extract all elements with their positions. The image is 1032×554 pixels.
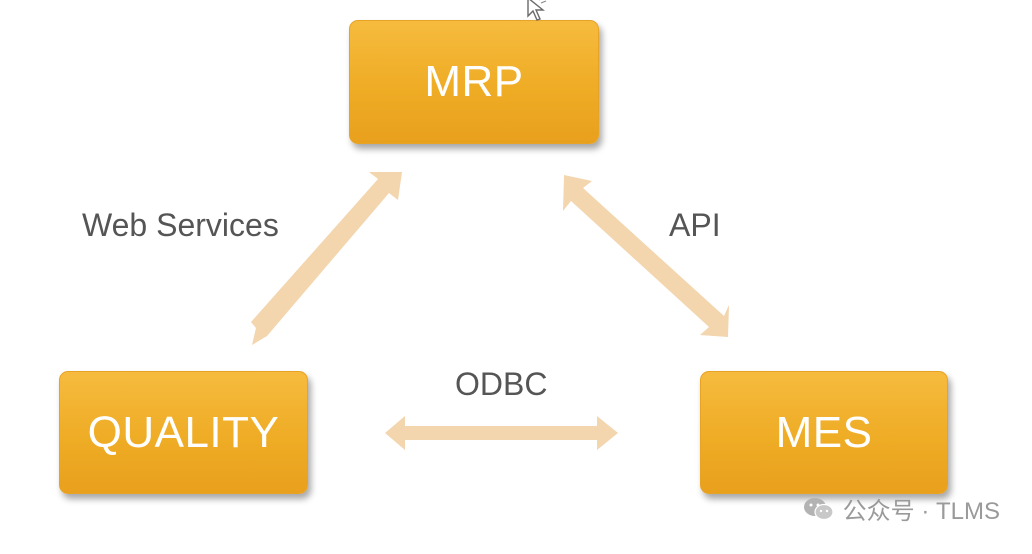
node-mes: MES — [700, 371, 948, 494]
arrow-mrp-quality — [251, 172, 402, 345]
arrow-mrp-mes — [563, 175, 729, 337]
node-quality-label: QUALITY — [87, 407, 280, 457]
mouse-cursor-icon — [527, 0, 547, 21]
edge-label-odbc: ODBC — [455, 366, 548, 402]
watermark: 公众号 · TLMS — [803, 491, 1000, 526]
node-mrp-label: MRP — [424, 57, 524, 106]
watermark-text: 公众号 · TLMS — [842, 498, 1000, 525]
edge-label-api: API — [669, 207, 721, 243]
node-mes-label: MES — [775, 407, 873, 457]
node-mrp: MRP — [349, 20, 599, 144]
node-quality: QUALITY — [59, 371, 308, 494]
arrow-quality-mes — [385, 416, 618, 450]
edge-label-web-services: Web Services — [82, 207, 279, 243]
wechat-icon — [803, 497, 834, 520]
